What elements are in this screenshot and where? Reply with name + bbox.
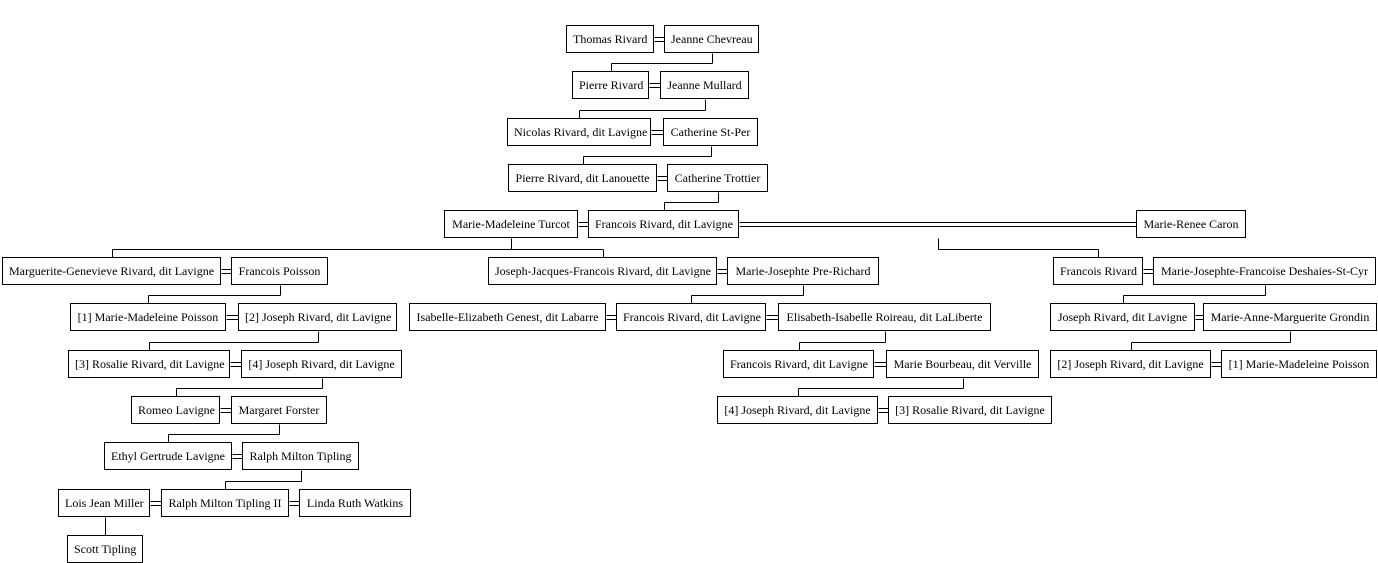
person-catherine-st-per[interactable]: Catherine St-Per: [663, 118, 758, 146]
person-marie-renee-caron[interactable]: Marie-Renee Caron: [1136, 210, 1246, 238]
person-marie-josephte-francoise-deshaies[interactable]: Marie-Josephte-Francoise Deshaies-St-Cyr: [1153, 257, 1376, 285]
person-ethyl-gertrude-lavigne[interactable]: Ethyl Gertrude Lavigne: [104, 442, 232, 470]
person-romeo-lavigne[interactable]: Romeo Lavigne: [131, 396, 220, 424]
person-marie-josephte-pre-richard[interactable]: Marie-Josephte Pre-Richard: [727, 257, 879, 285]
person-marie-madeleine-turcot[interactable]: Marie-Madeleine Turcot: [444, 210, 578, 238]
person-nicolas-rivard[interactable]: Nicolas Rivard, dit Lavigne: [507, 118, 651, 146]
person-4-joseph-rivard-right[interactable]: [4] Joseph Rivard, dit Lavigne: [717, 396, 878, 424]
person-2-joseph-rivard[interactable]: [2] Joseph Rivard, dit Lavigne: [238, 303, 397, 331]
person-pierre-rivard-lanouette[interactable]: Pierre Rivard, dit Lanouette: [508, 164, 657, 192]
person-joseph-jacques-francois-rivard[interactable]: Joseph-Jacques-Francois Rivard, dit Lavi…: [488, 257, 717, 285]
person-3-rosalie-rivard-right[interactable]: [3] Rosalie Rivard, dit Lavigne: [888, 396, 1052, 424]
person-isabelle-elizabeth-genest[interactable]: Isabelle-Elizabeth Genest, dit Labarre: [409, 303, 606, 331]
person-marguerite-genevieve-rivard[interactable]: Marguerite-Genevieve Rivard, dit Lavigne: [2, 257, 221, 285]
person-catherine-trottier[interactable]: Catherine Trottier: [667, 164, 768, 192]
person-scott-tipling[interactable]: Scott Tipling: [67, 535, 143, 563]
person-jeanne-mullard[interactable]: Jeanne Mullard: [660, 71, 749, 99]
person-francois-rivard[interactable]: Francois Rivard: [1053, 257, 1143, 285]
person-thomas-rivard[interactable]: Thomas Rivard: [566, 25, 654, 53]
person-1-marie-madeleine-poisson-right[interactable]: [1] Marie-Madeleine Poisson: [1221, 350, 1377, 378]
person-2-joseph-rivard-right[interactable]: [2] Joseph Rivard, dit Lavigne: [1050, 350, 1211, 378]
person-marie-anne-marguerite-grondin[interactable]: Marie-Anne-Marguerite Grondin: [1203, 303, 1377, 331]
person-joseph-rivard-lavigne[interactable]: Joseph Rivard, dit Lavigne: [1050, 303, 1195, 331]
person-4-joseph-rivard[interactable]: [4] Joseph Rivard, dit Lavigne: [241, 350, 402, 378]
person-elisabeth-isabelle-roireau[interactable]: Elisabeth-Isabelle Roireau, dit LaLibert…: [778, 303, 991, 331]
person-1-marie-madeleine-poisson[interactable]: [1] Marie-Madeleine Poisson: [70, 303, 226, 331]
person-francois-poisson[interactable]: Francois Poisson: [231, 257, 328, 285]
person-linda-ruth-watkins[interactable]: Linda Ruth Watkins: [299, 489, 411, 517]
person-francois-rivard-lavigne[interactable]: Francois Rivard, dit Lavigne: [588, 210, 739, 238]
person-ralph-milton-tipling[interactable]: Ralph Milton Tipling: [242, 442, 359, 470]
person-lois-jean-miller[interactable]: Lois Jean Miller: [58, 489, 150, 517]
person-3-rosalie-rivard[interactable]: [3] Rosalie Rivard, dit Lavigne: [68, 350, 230, 378]
person-ralph-milton-tipling-ii[interactable]: Ralph Milton Tipling II: [161, 489, 289, 517]
person-pierre-rivard[interactable]: Pierre Rivard: [572, 71, 649, 99]
person-francois-rivard-lavigne-2[interactable]: Francois Rivard, dit Lavigne: [616, 303, 766, 331]
person-jeanne-chevreau[interactable]: Jeanne Chevreau: [664, 25, 759, 53]
person-marie-bourbeau[interactable]: Marie Bourbeau, dit Verville: [886, 350, 1039, 378]
person-francois-rivard-lavigne-3[interactable]: Francois Rivard, dit Lavigne: [723, 350, 874, 378]
person-margaret-forster[interactable]: Margaret Forster: [231, 396, 327, 424]
